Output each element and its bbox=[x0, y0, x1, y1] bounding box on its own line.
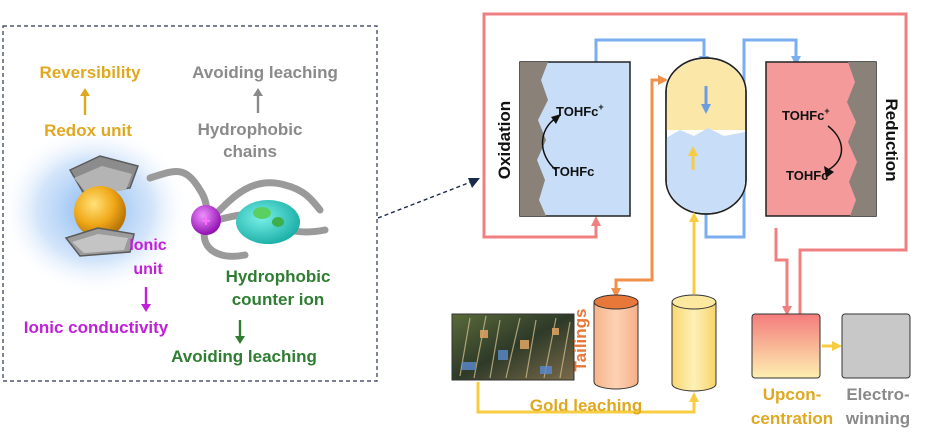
oxidation-cycle-arrowhead bbox=[551, 114, 561, 124]
red-arrowhead-ox bbox=[591, 216, 601, 226]
redox-arrowhead bbox=[80, 88, 90, 96]
electrowinning-box bbox=[841, 313, 911, 379]
red-arrowhead-up bbox=[782, 306, 792, 316]
ionic-unit-label-2: unit bbox=[133, 261, 163, 278]
oxidation-label: Oxidation bbox=[495, 101, 514, 179]
redox-unit-label: Redox unit bbox=[44, 121, 132, 140]
tailings-label: Tailings bbox=[571, 309, 590, 372]
ionic-unit-label-1: Ionic bbox=[129, 237, 166, 254]
reduction-electrode bbox=[847, 62, 876, 216]
upconcentration-label-2: centration bbox=[751, 409, 833, 428]
separator-vessel bbox=[665, 57, 747, 215]
orange-arrowhead-down bbox=[611, 288, 621, 298]
ferrocene-graphic bbox=[64, 155, 139, 257]
avoiding-leaching-top-label: Avoiding leaching bbox=[192, 63, 338, 82]
red-tohfc: TOHFc bbox=[786, 168, 828, 183]
hydrophobic-chains-label-1: Hydrophobic bbox=[198, 120, 303, 139]
upconcentration-box bbox=[751, 313, 821, 379]
reduction-label: Reduction bbox=[882, 98, 901, 181]
reduction-cycle-arrow bbox=[827, 125, 843, 171]
counter-ion-arrowhead bbox=[235, 336, 245, 344]
yellow-arrowhead-leach bbox=[689, 392, 699, 402]
yellow-arrowhead-ew bbox=[832, 341, 842, 351]
yellow-arrowhead-up bbox=[689, 212, 699, 222]
electrowinning-label-2: winning bbox=[845, 409, 910, 428]
counter-ion-label-2: counter ion bbox=[232, 290, 325, 309]
ox-tohfc: TOHFc bbox=[552, 164, 594, 179]
orange-arrowhead-in bbox=[658, 75, 668, 85]
reduction-cycle-arrowhead bbox=[824, 166, 834, 178]
zoom-connector-head bbox=[468, 178, 480, 188]
gold-leaching-label: Gold leaching bbox=[530, 396, 642, 415]
reversibility-label: Reversibility bbox=[39, 63, 141, 82]
orange-line bbox=[614, 78, 666, 290]
red-loop-lines bbox=[482, 12, 908, 314]
ionic-conductivity-label: Ionic conductivity bbox=[24, 318, 169, 337]
ore-image bbox=[451, 313, 575, 381]
yellow-bottom-line bbox=[476, 382, 696, 414]
svg-text:+: + bbox=[201, 213, 210, 230]
ionic-unit-graphic: + bbox=[191, 205, 221, 235]
red-tohfc-plus: TOHFc+ bbox=[782, 106, 830, 123]
electrowinning-label-1: Electro- bbox=[846, 385, 909, 404]
ionic-arrowhead bbox=[141, 304, 151, 312]
oxidation-cycle-arrow bbox=[541, 117, 557, 171]
counter-ion-graphic bbox=[236, 200, 300, 244]
zoom-connector bbox=[377, 179, 477, 219]
yellow-up-arrowhead bbox=[688, 146, 698, 156]
blue-down-arrowhead bbox=[701, 104, 711, 114]
hydrophobic-chains-label-2: chains bbox=[223, 142, 277, 161]
leach-tank bbox=[671, 294, 717, 392]
blue-arrowhead-2 bbox=[791, 56, 801, 66]
counter-ion-label-1: Hydrophobic bbox=[226, 267, 331, 286]
chains-arrowhead bbox=[253, 88, 263, 96]
tailings-tank bbox=[593, 294, 639, 390]
ox-tohfc-plus: TOHFc+ bbox=[556, 102, 604, 119]
oxidation-electrode bbox=[520, 62, 548, 216]
upconcentration-label-1: Upcon- bbox=[763, 385, 822, 404]
avoiding-leaching-bottom-label: Avoiding leaching bbox=[171, 347, 317, 366]
